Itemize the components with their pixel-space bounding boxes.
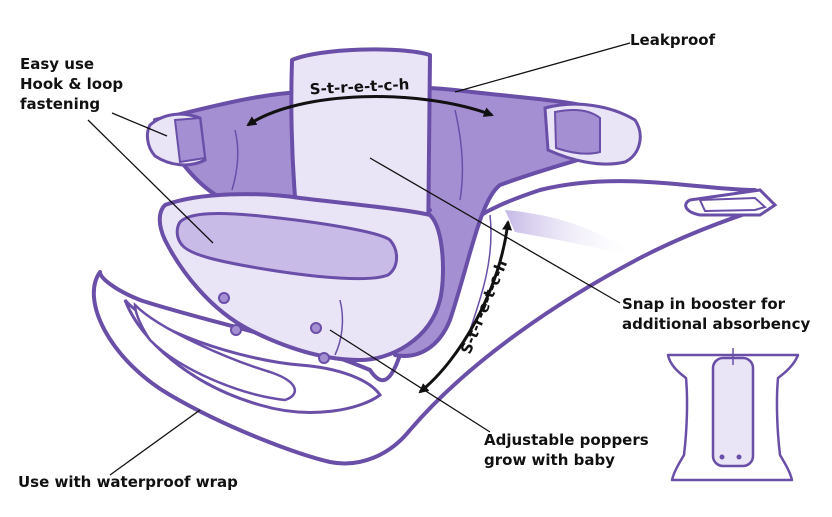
label-easy-use-line3: fastening xyxy=(20,95,101,113)
leader-booster xyxy=(369,157,621,304)
inset-diaper xyxy=(666,348,800,482)
leader-lines xyxy=(87,42,631,476)
label-poppers-line1: Adjustable poppers xyxy=(484,431,649,449)
label-poppers: Adjustable poppers grow with baby xyxy=(484,430,649,470)
leader-wrap xyxy=(109,409,201,476)
stretch-arrow-top xyxy=(246,95,494,127)
label-leakproof: Leakproof xyxy=(630,31,716,49)
leader-leakproof xyxy=(454,42,631,93)
stretch-arrow-side xyxy=(418,220,513,394)
label-snap-booster: Snap in booster for additional absorbenc… xyxy=(622,294,810,334)
label-snap-booster-line2: additional absorbency xyxy=(622,315,811,333)
leader-easy-use xyxy=(111,112,168,137)
label-easy-use-line2: Hook & loop xyxy=(20,75,124,93)
label-wrap: Use with waterproof wrap xyxy=(18,473,238,491)
label-easy-use: Easy use Hook & loop fastening xyxy=(20,54,123,114)
label-easy-use-line1: Easy use xyxy=(20,55,95,73)
leader-poppers xyxy=(329,329,491,433)
label-snap-booster-line1: Snap in booster for xyxy=(622,295,786,313)
label-poppers-line2: grow with baby xyxy=(484,451,615,469)
front-flap xyxy=(157,192,445,364)
leader-hook-loop xyxy=(87,119,214,244)
stretch-label-top: S-t-r-e-t-c-h xyxy=(309,75,409,98)
